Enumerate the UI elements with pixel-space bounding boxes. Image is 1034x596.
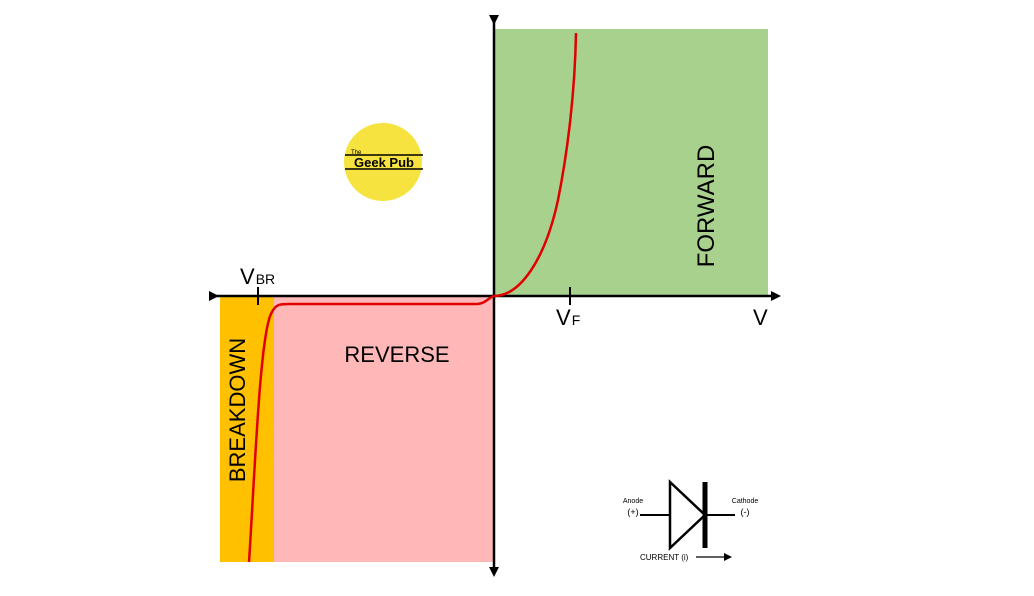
diode-symbol: Anode (+) Cathode (-) CURRENT (i): [623, 479, 759, 562]
diode-triangle: [668, 479, 707, 551]
voltage-axis-label: V: [753, 305, 768, 330]
vbr-label: VBR: [240, 264, 275, 289]
geek-pub-logo: The Geek Pub: [344, 123, 423, 201]
logo-text: Geek Pub: [354, 155, 414, 170]
anode-sign: (+): [627, 507, 638, 517]
anode-label: Anode: [623, 498, 643, 505]
vf-label: VF: [556, 305, 580, 330]
breakdown-label: BREAKDOWN: [225, 338, 250, 482]
cathode-label: Cathode: [732, 498, 759, 505]
reverse-region: [274, 296, 494, 562]
forward-region: [494, 29, 768, 296]
vbr-subscript: BR: [256, 271, 275, 287]
cathode-sign: (-): [741, 507, 750, 517]
reverse-label: REVERSE: [344, 342, 449, 367]
logo-badge: [344, 123, 422, 201]
iv-curve: [247, 32, 578, 563]
vf-subscript: F: [572, 312, 581, 328]
current-label: CURRENT (i): [640, 553, 689, 562]
logo-small-text: The: [351, 150, 362, 156]
forward-label: FORWARD: [693, 145, 720, 268]
